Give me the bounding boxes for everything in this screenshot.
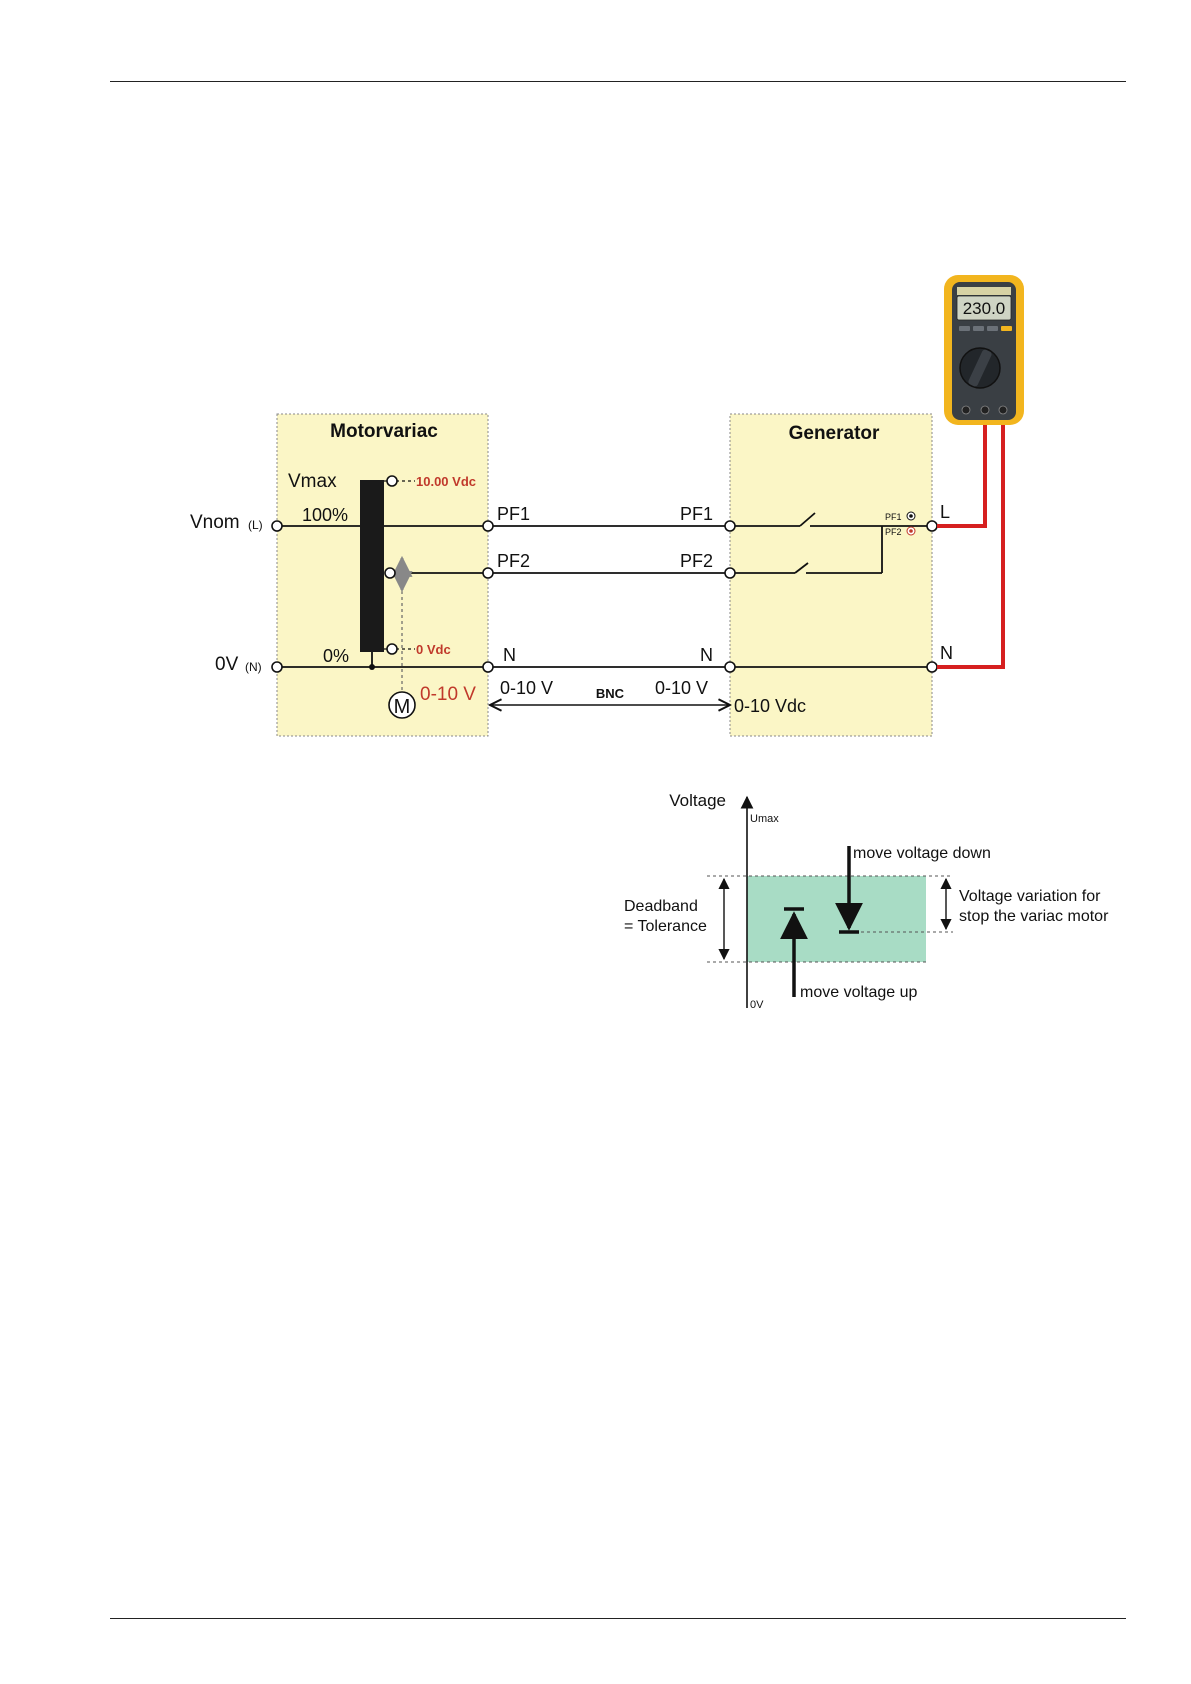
analog-right-label: 0-10 V — [655, 678, 708, 698]
measurement-wires — [937, 418, 1003, 667]
terminal-pf2-left — [483, 568, 493, 578]
terminal-zero — [387, 644, 397, 654]
terminal-n-left — [483, 662, 493, 672]
pf2-indicator-dot — [909, 529, 913, 533]
zero-v-suffix: (N) — [245, 660, 262, 674]
meter-button-3 — [987, 326, 998, 331]
terminal-vnom — [272, 521, 282, 531]
meter-jack-a — [999, 406, 1007, 414]
move-up-label: move voltage up — [800, 984, 918, 1001]
motor-letter: M — [394, 696, 411, 718]
pf1-indicator-label: PF1 — [885, 512, 902, 522]
variation-label-line2: stop the variac motor — [959, 908, 1109, 925]
meter-button-1 — [959, 326, 970, 331]
terminal-n-right — [725, 662, 735, 672]
variation-label-line1: Voltage variation for — [959, 888, 1101, 905]
percent-100: 100% — [302, 505, 348, 525]
terminal-pf1-right — [725, 521, 735, 531]
motorvariac-title: Motorvariac — [330, 421, 438, 442]
zero-v-label: 0V — [215, 654, 239, 675]
multimeter-reading: 230.0 — [963, 299, 1006, 318]
meter-jack-v — [981, 406, 989, 414]
terminal-0v — [272, 662, 282, 672]
deadband-label-line2: = Tolerance — [624, 918, 707, 935]
zero-label: 0V — [750, 999, 764, 1011]
move-down-label: move voltage down — [853, 845, 991, 862]
terminal-wiper — [385, 568, 395, 578]
motor-control-label: 0-10 V — [420, 684, 476, 705]
deadband-band — [747, 876, 926, 962]
terminal-l-label: L — [940, 502, 950, 522]
generator-title: Generator — [789, 423, 880, 444]
vnom-suffix: (L) — [248, 518, 263, 532]
pf1-right-label: PF1 — [680, 504, 713, 524]
pf1-left-label: PF1 — [497, 504, 530, 524]
generator-box — [730, 414, 932, 736]
terminal-n-out — [927, 662, 937, 672]
wiring-diagram: Motorvariac Generator — [190, 414, 1003, 736]
terminal-pf2-right — [725, 568, 735, 578]
n-left-label: N — [503, 645, 516, 665]
pf1-indicator-dot — [909, 514, 913, 518]
vmax-level: 10.00 Vdc — [416, 474, 476, 489]
vmax-label: Vmax — [288, 471, 337, 492]
meter-button-2 — [973, 326, 984, 331]
n-right-label: N — [700, 645, 713, 665]
percent-0: 0% — [323, 646, 349, 666]
pf2-left-label: PF2 — [497, 551, 530, 571]
terminal-vmax — [387, 476, 397, 486]
pf2-right-label: PF2 — [680, 551, 713, 571]
voltage-axis-label: Voltage — [669, 791, 726, 810]
deadband-label-line1: Deadband — [624, 898, 698, 915]
umax-label: Umax — [750, 813, 779, 825]
generator-input-label: 0-10 Vdc — [734, 696, 806, 716]
junction-dot — [369, 664, 375, 670]
meter-jack-com — [962, 406, 970, 414]
zero-level: 0 Vdc — [416, 642, 451, 657]
terminal-n-label: N — [940, 643, 953, 663]
meter-button-4 — [1001, 326, 1012, 331]
vnom-label: Vnom — [190, 512, 240, 533]
multimeter-brandstrip — [957, 287, 1011, 295]
terminal-pf1-left — [483, 521, 493, 531]
pf2-indicator-label: PF2 — [885, 527, 902, 537]
variac-winding — [360, 480, 384, 652]
multimeter: 230.0 — [944, 275, 1024, 425]
deadband-diagram: Voltage Umax 0V Deadband = Tolerance mov… — [624, 791, 1109, 1011]
terminal-l-out — [927, 521, 937, 531]
analog-left-label: 0-10 V — [500, 678, 553, 698]
bnc-label: BNC — [596, 686, 625, 701]
